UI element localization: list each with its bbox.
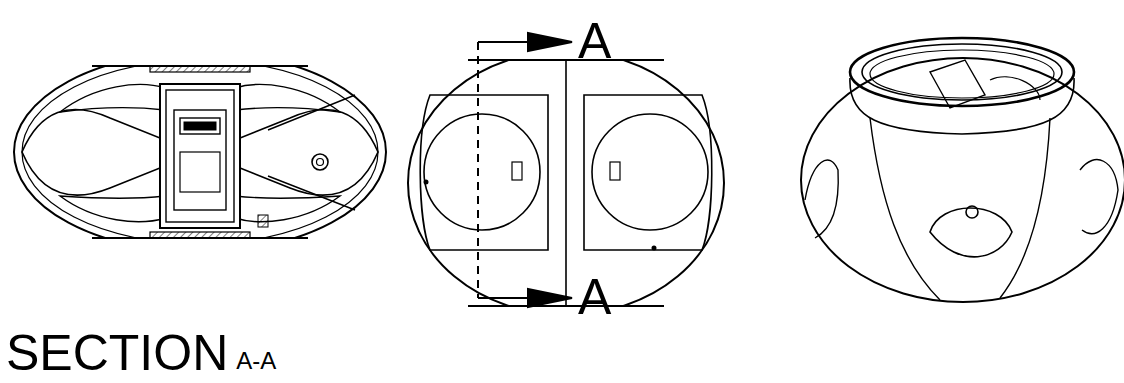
section-view xyxy=(14,52,386,252)
section-line xyxy=(478,33,572,307)
section-letter: A xyxy=(578,16,611,66)
front-view xyxy=(408,51,724,315)
view-label: SECTION xyxy=(6,328,228,378)
section-letter: A xyxy=(578,272,611,322)
isometric-view xyxy=(801,38,1124,302)
view-label-suffix: A-A xyxy=(236,349,276,373)
